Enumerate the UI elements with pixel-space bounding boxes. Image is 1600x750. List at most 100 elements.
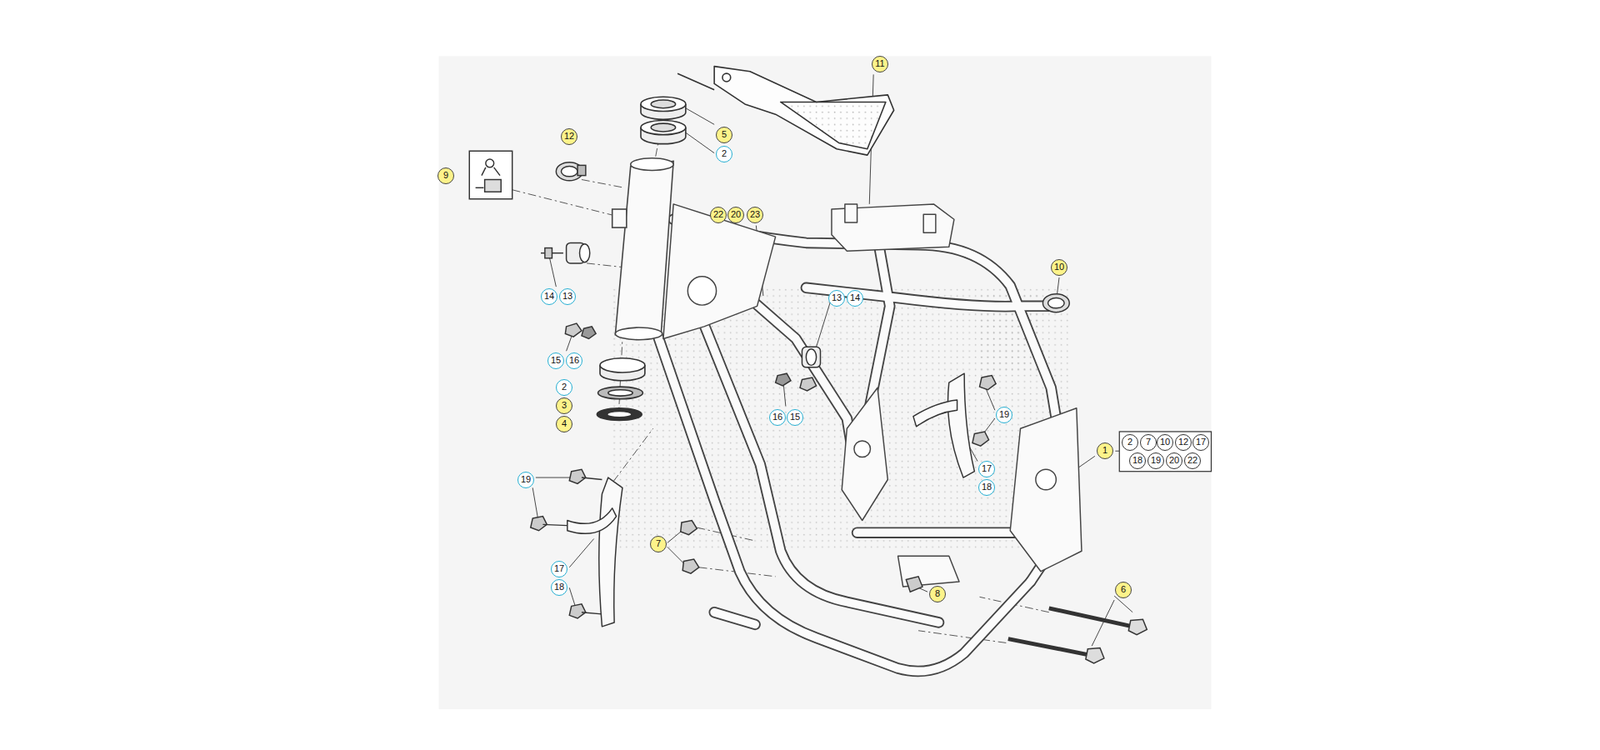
callout-leaders-part: [569, 539, 594, 568]
leader-lines-part: [586, 263, 625, 268]
callout-number: 16: [565, 352, 583, 370]
callout-leaders-part: [685, 108, 715, 125]
frame-plates-part: [845, 204, 858, 223]
callout-number: 1: [1096, 442, 1114, 460]
skid-plate: [677, 66, 895, 156]
head-tube: [612, 158, 674, 340]
callout-number: 13: [559, 288, 576, 305]
skid-plate-part: [780, 101, 886, 149]
bearings-part: [600, 358, 645, 373]
small-parts-part: [560, 166, 578, 177]
callout-leaders-part: [1115, 450, 1120, 452]
head-tube-part: [615, 160, 674, 335]
small-parts-part: [972, 431, 990, 446]
callout-number: 17: [1192, 434, 1210, 451]
small-parts-part: [1049, 608, 1133, 627]
frame-plates-part: [1010, 408, 1082, 572]
callout-number: 18: [978, 479, 995, 496]
callout-number: 14: [540, 288, 558, 305]
small-parts-part: [581, 326, 596, 340]
background-panel: [439, 55, 1212, 710]
head-tube-part: [630, 158, 674, 171]
frame-plates-part: [663, 204, 776, 340]
callout-number: 4: [555, 415, 573, 433]
frame-plates-part: [831, 204, 955, 251]
small-parts-part: [801, 346, 820, 367]
callout-number: 13: [828, 290, 845, 307]
engine-brackets-part: [913, 400, 958, 427]
small-parts: [469, 150, 1147, 664]
callout-number: 10: [1156, 434, 1174, 451]
callout-leaders-part: [1114, 595, 1133, 613]
small-parts-part: [682, 559, 700, 574]
engine-brackets-part: [567, 508, 617, 535]
small-parts-part: [569, 604, 586, 619]
bearings-part: [598, 386, 644, 400]
head-tube-part: [612, 209, 627, 228]
small-parts-part: [1008, 639, 1090, 656]
bearings-part: [650, 100, 675, 109]
callout-number: 17: [978, 460, 995, 478]
callout-number: 10: [1050, 259, 1068, 276]
callout-number: 14: [846, 290, 864, 307]
bearings-part: [640, 120, 686, 135]
frame-plates-part: [1035, 469, 1056, 490]
callout-leaders-part: [1057, 277, 1060, 295]
bearings: [596, 96, 686, 420]
callout-number: 18: [1129, 452, 1146, 470]
small-parts-part: [469, 150, 512, 200]
callout-number: 3: [555, 397, 573, 415]
assembly-box: [1119, 431, 1211, 472]
head-tube-part: [615, 327, 662, 340]
callout-number: 20: [1165, 452, 1183, 470]
small-parts-part: [545, 248, 553, 259]
bearings-part: [607, 410, 632, 417]
callout-number: 18: [550, 579, 568, 596]
engine-brackets-part: [599, 477, 623, 627]
small-parts-part: [530, 516, 548, 531]
bearings-part: [608, 390, 633, 396]
small-parts-part: [542, 524, 567, 525]
callout-number: 19: [995, 406, 1013, 424]
callout-number: 5: [715, 126, 733, 144]
callout-leaders-part: [685, 132, 715, 153]
skid-plate-part: [677, 73, 715, 90]
callout-number: 22: [1184, 452, 1201, 470]
small-parts-part: [581, 477, 602, 480]
callout-number: 9: [437, 167, 455, 185]
small-parts-part: [475, 187, 485, 189]
small-parts-part: [565, 323, 582, 337]
frame-plates-part: [687, 276, 716, 305]
leader-lines-part: [918, 630, 1006, 644]
callout-number: 6: [1115, 581, 1132, 599]
skid-plate-part: [722, 73, 731, 82]
frame-plates-part: [923, 214, 936, 233]
bearings-part: [640, 96, 686, 111]
callout-number: 2: [715, 145, 733, 163]
callout-leaders-part: [549, 255, 557, 287]
small-parts-part: [1128, 619, 1147, 635]
frame-plates-part: [841, 387, 888, 520]
leader-lines-part: [512, 190, 618, 217]
small-parts-part: [1042, 294, 1070, 313]
callout-number: 23: [746, 206, 764, 224]
callout-number: 15: [786, 409, 804, 426]
small-parts-part: [805, 349, 816, 366]
small-parts-part: [1048, 298, 1065, 309]
small-parts-part: [577, 165, 586, 175]
bearings-part: [596, 408, 642, 421]
leader-lines-part: [581, 180, 625, 189]
small-parts-part: [980, 375, 997, 390]
small-parts-part: [775, 373, 791, 386]
callout-number: 20: [727, 206, 745, 224]
leader-lines-part: [613, 428, 654, 482]
callout-number: 2: [555, 379, 573, 396]
skid-plate-part: [714, 66, 895, 156]
small-parts-part: [680, 520, 698, 535]
engine-brackets: [567, 373, 975, 627]
callout-number: 19: [1147, 452, 1165, 470]
small-parts-part: [800, 377, 817, 391]
callout-number: 12: [1175, 434, 1192, 451]
